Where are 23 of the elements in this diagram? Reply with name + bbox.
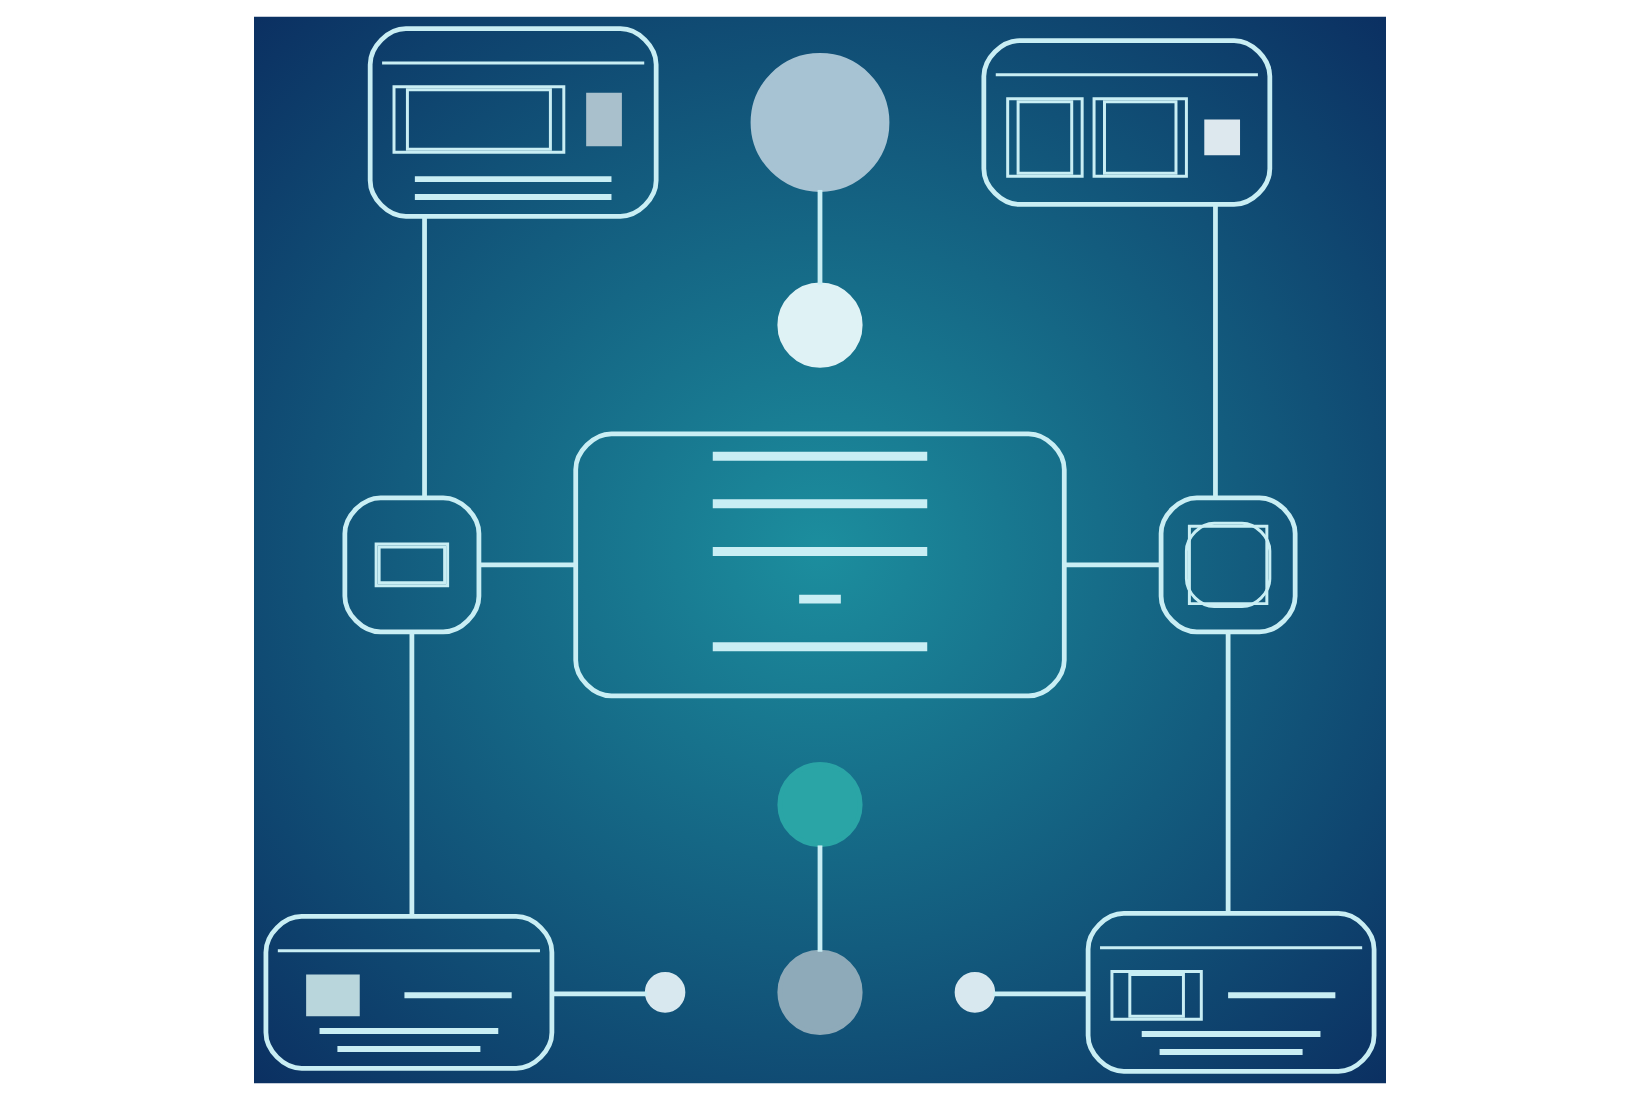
connector	[1225, 632, 1231, 914]
node-box	[342, 495, 482, 635]
connector	[1064, 562, 1161, 568]
node-picture	[981, 38, 1273, 207]
node-picture	[263, 914, 555, 1071]
node-circle	[777, 949, 863, 1035]
node-circle	[954, 972, 996, 1013]
connector	[552, 991, 648, 997]
node-circle	[644, 972, 686, 1013]
connector	[817, 845, 823, 952]
connector	[817, 189, 823, 285]
node-circle	[750, 53, 890, 192]
connector	[479, 562, 576, 568]
node-circle	[777, 282, 863, 368]
connector	[422, 217, 427, 498]
node-picture	[1085, 911, 1377, 1074]
connector	[409, 632, 415, 917]
node-box	[1158, 495, 1298, 635]
node-picture	[367, 26, 659, 219]
node-box	[573, 431, 1067, 699]
node-circle	[777, 762, 863, 848]
connector	[993, 991, 1087, 997]
connector	[1213, 204, 1218, 498]
